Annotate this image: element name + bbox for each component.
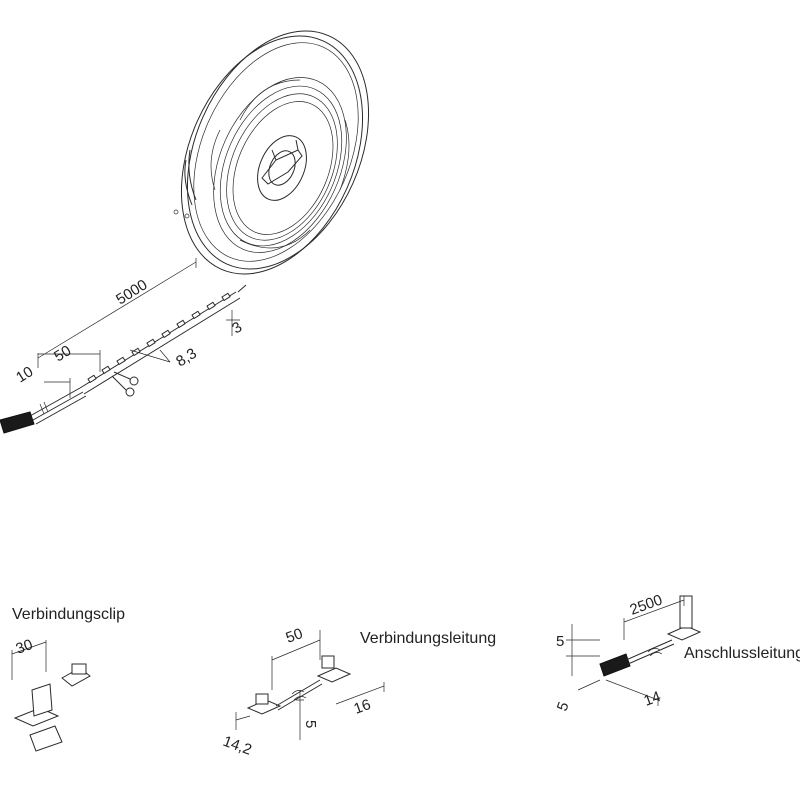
clip-dim-length: 30 bbox=[14, 636, 35, 658]
supply-cable-label: Anschlussleitung bbox=[684, 645, 800, 662]
connector-cable-label: Verbindungsleitung bbox=[360, 630, 496, 647]
connection-clip-drawing bbox=[11, 640, 91, 752]
dim-segment: 50 bbox=[51, 342, 74, 365]
supply-cable-dim-height: 5 bbox=[556, 633, 564, 650]
connector-cable-drawing bbox=[235, 630, 385, 740]
dim-width: 8,3 bbox=[173, 345, 200, 370]
supply-cable-dim-depth: 5 bbox=[554, 700, 573, 714]
connector-cable-dim-height: 5 bbox=[302, 720, 319, 728]
led-strip bbox=[0, 284, 247, 434]
supply-cable-drawing bbox=[566, 595, 702, 706]
scissors-icon bbox=[111, 371, 139, 397]
connector-cable-dim-length: 50 bbox=[284, 625, 305, 647]
connector-cable-dim-width: 16 bbox=[352, 696, 373, 718]
led-strip-reel bbox=[173, 30, 370, 275]
supply-cable-dim-width: 14 bbox=[642, 688, 663, 710]
clip-label: Verbindungsclip bbox=[12, 606, 125, 623]
dim-total-length: 5000 bbox=[113, 276, 150, 308]
supply-cable-dim-length: 2500 bbox=[628, 591, 665, 618]
connector-cable-dim-small: 14,2 bbox=[221, 733, 254, 759]
strip-dimension-lines bbox=[37, 258, 240, 398]
dim-lead: 10 bbox=[13, 363, 36, 386]
dim-height: 3 bbox=[229, 319, 245, 338]
led-chips bbox=[87, 292, 231, 384]
